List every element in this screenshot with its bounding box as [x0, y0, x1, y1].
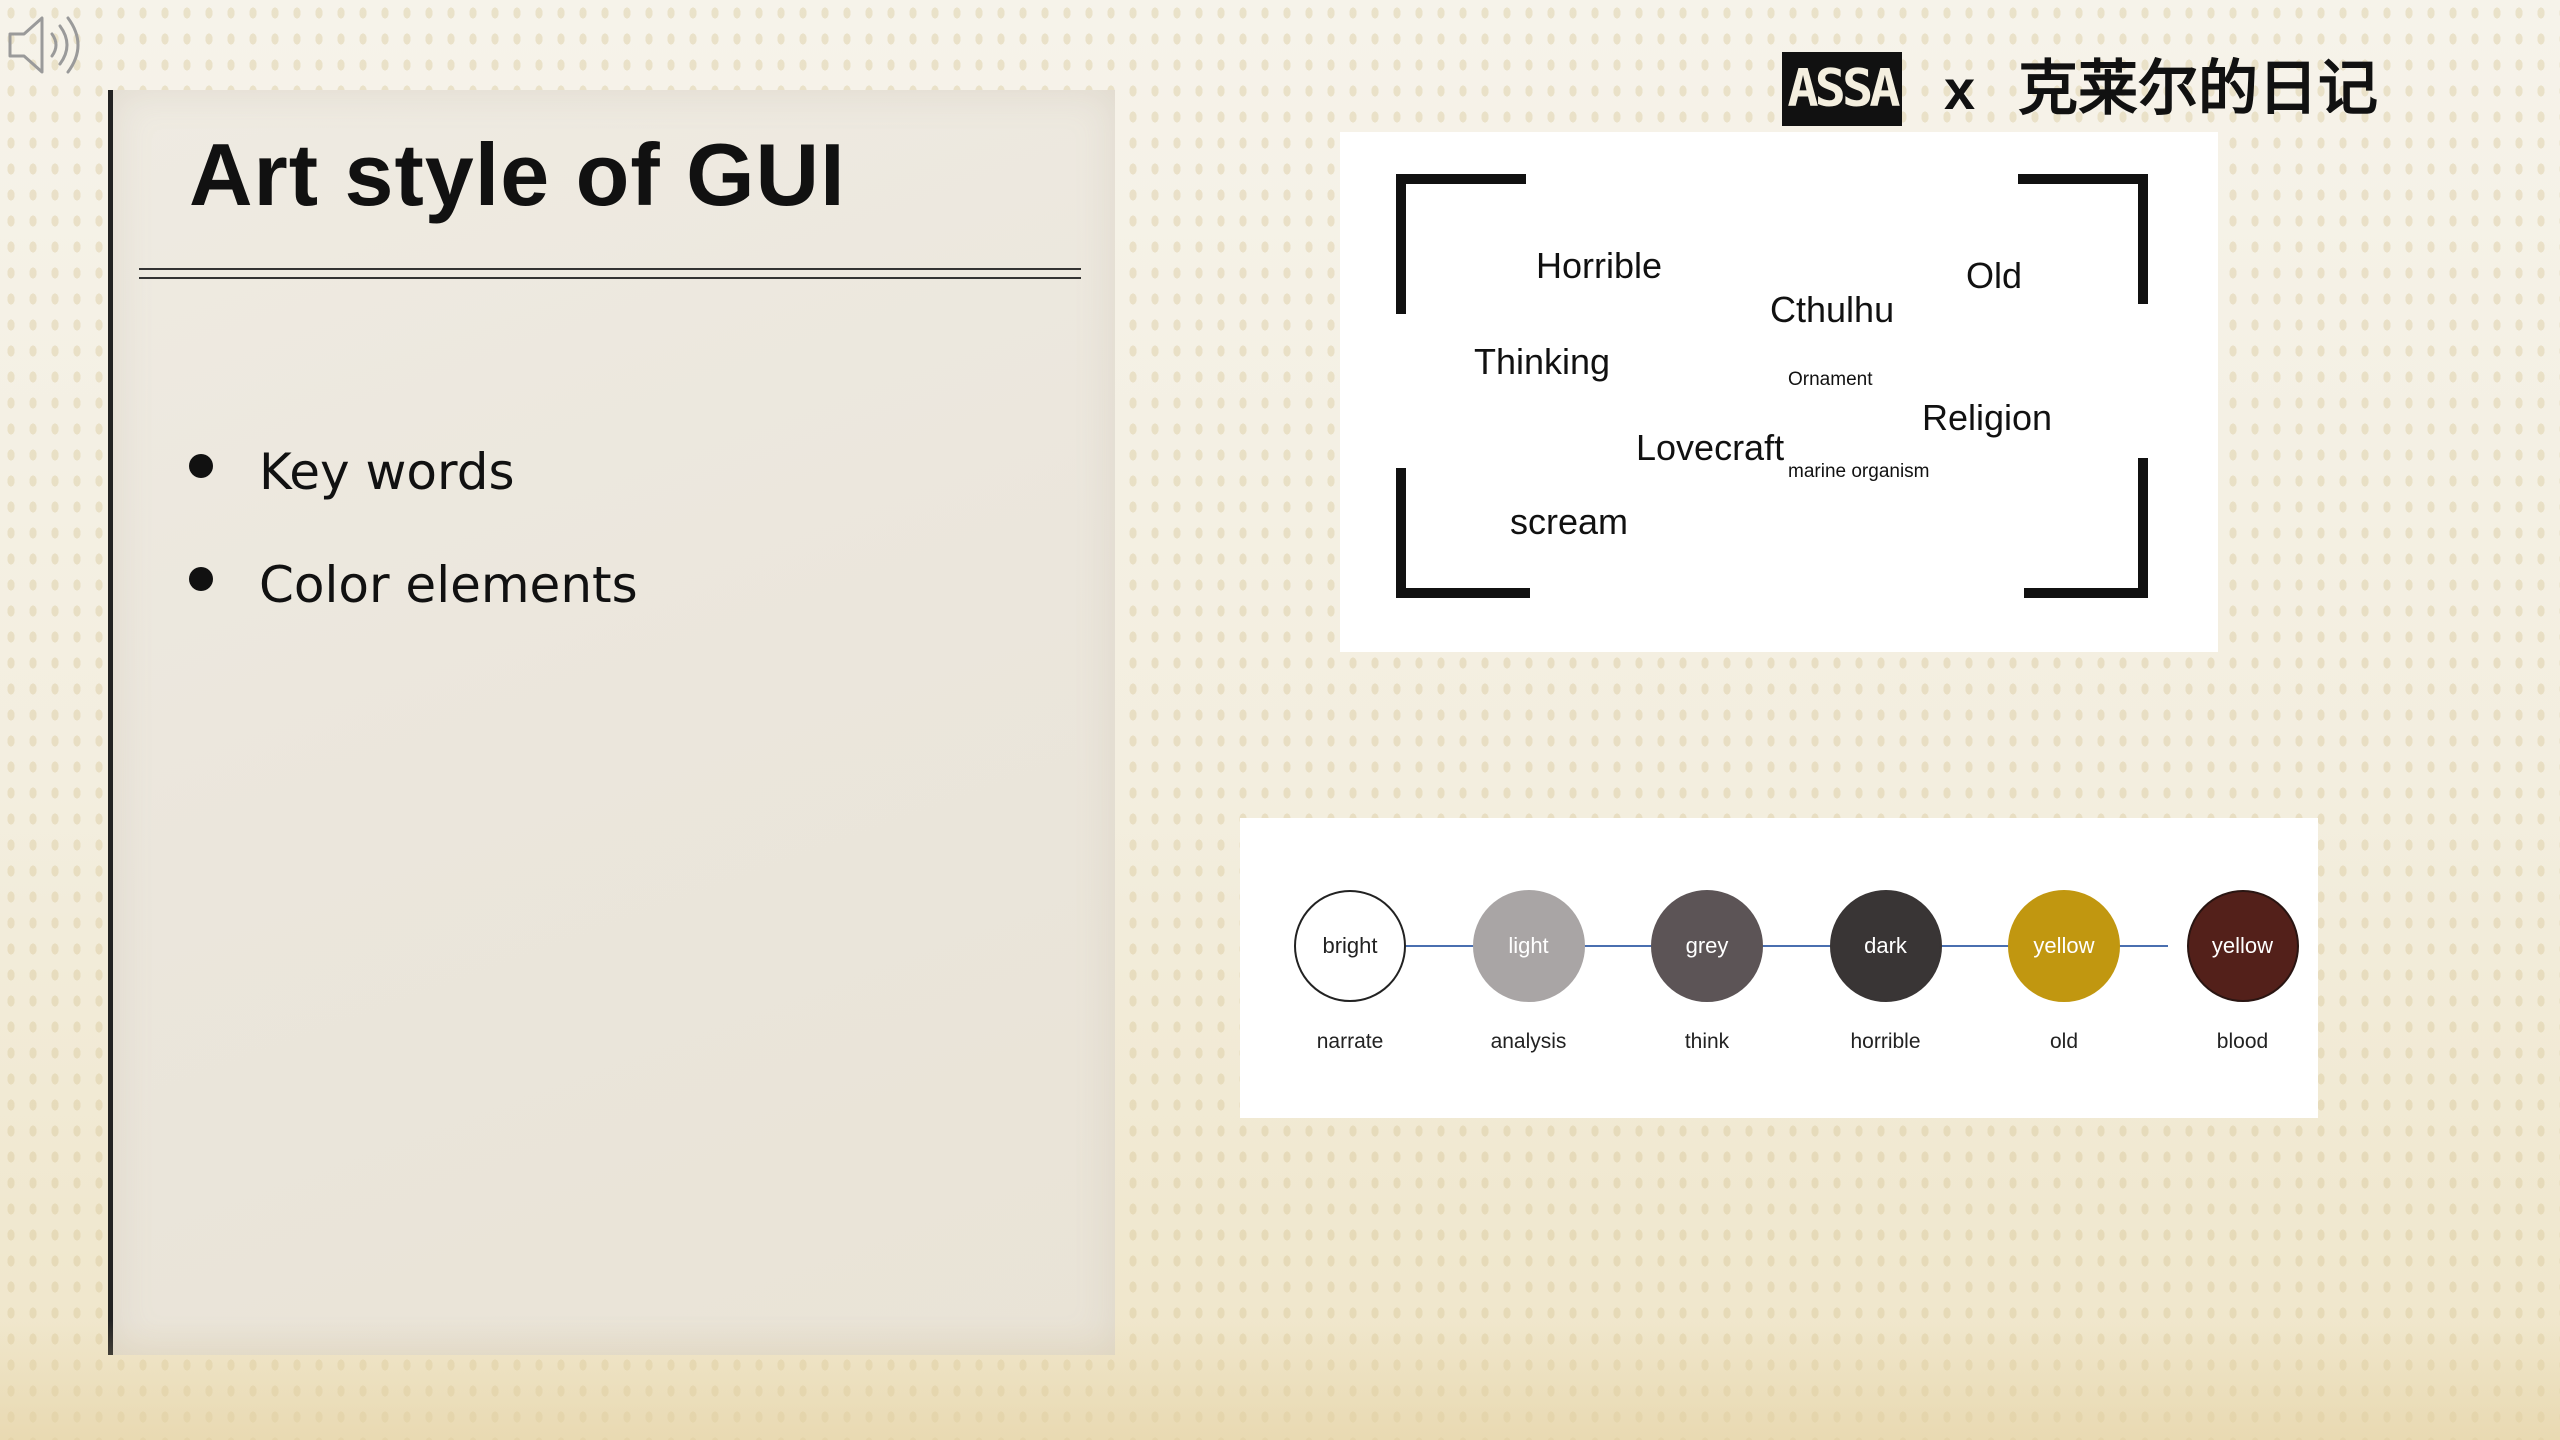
keyword-marine-organism: marine organism	[1788, 461, 1930, 482]
color-swatch-blood: yellow	[2186, 890, 2299, 1002]
frame-corner-top-left	[1396, 174, 1526, 314]
color-palette-panel: bright narrate light analysis grey think dark h…	[1240, 818, 2318, 1118]
color-swatch-old: yellow	[2008, 890, 2120, 1002]
swatch-label: grey	[1685, 933, 1729, 958]
keyword-horrible: Horrible	[1536, 245, 1663, 286]
keyword-lovecraft: Lovecraft	[1636, 427, 1785, 468]
swatch-label: light	[1508, 933, 1549, 958]
swatch-caption: narrate	[1316, 1030, 1384, 1053]
bullet-label: Key words	[259, 443, 515, 501]
keywords-panel: Horrible Old Cthulhu Thinking Ornament R…	[1340, 132, 2218, 652]
bullet-dot-icon	[189, 454, 213, 478]
color-swatch-analysis: light	[1472, 890, 1585, 1002]
partner-name: 克莱尔的日记	[2018, 54, 2378, 124]
swatch-caption: blood	[2216, 1030, 2269, 1053]
bullet-key-words: Key words	[189, 442, 638, 502]
keyword-cthulhu: Cthulhu	[1770, 289, 1895, 330]
color-swatch-narrate: bright	[1294, 890, 1406, 1002]
frame-corner-bottom-right	[2024, 458, 2148, 598]
frame-corner-top-right	[2018, 174, 2148, 304]
keyword-ornament: Ornament	[1788, 369, 1873, 390]
content-card: Art style of GUI Key words Color element…	[108, 90, 1115, 1355]
speaker-icon[interactable]	[6, 10, 82, 80]
frame-corner-bottom-left	[1396, 468, 1530, 598]
bullet-color-elements: Color elements	[189, 555, 638, 615]
keyword-scream: scream	[1510, 501, 1629, 542]
swatch-caption: analysis	[1490, 1030, 1567, 1053]
swatch-label: yellow	[2211, 933, 2274, 958]
keyword-thinking: Thinking	[1474, 341, 1611, 382]
brand-lockup: ASSA x 克莱尔的日记	[1782, 52, 2382, 132]
swatch-label: dark	[1864, 933, 1907, 958]
brand-separator: x	[1944, 58, 1976, 121]
color-swatch-think: grey	[1651, 890, 1763, 1002]
assa-logo: ASSA	[1782, 52, 1902, 126]
swatch-caption: think	[1684, 1030, 1730, 1053]
bullet-label: Color elements	[259, 556, 638, 614]
assa-logo-text: ASSA	[1787, 59, 1900, 119]
swatch-caption: horrible	[1850, 1030, 1921, 1053]
bullet-dot-icon	[189, 567, 213, 591]
title-divider	[139, 268, 1081, 279]
color-swatch-horrible: dark	[1829, 890, 1942, 1002]
swatch-label: bright	[1322, 933, 1378, 958]
keyword-religion: Religion	[1922, 397, 2053, 438]
swatch-caption: old	[2049, 1030, 2079, 1053]
swatch-label: yellow	[2033, 933, 2095, 958]
slide-title: Art style of GUI	[189, 125, 846, 224]
bullet-list: Key words Color elements	[189, 442, 638, 668]
keyword-old: Old	[1966, 255, 2023, 296]
